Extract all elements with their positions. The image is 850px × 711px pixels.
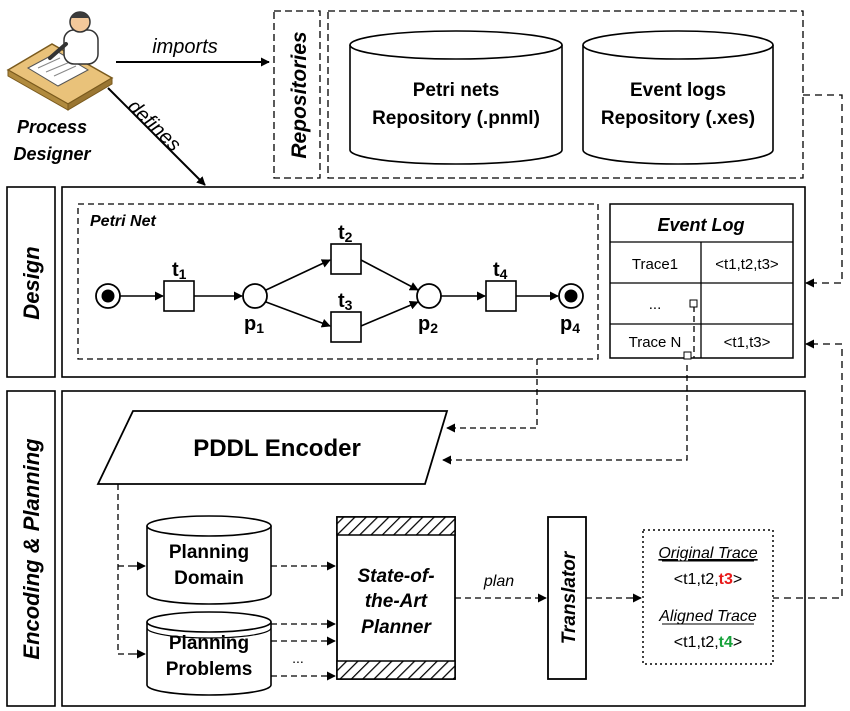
planner-line1: State-of-: [357, 566, 434, 587]
pddl-encoder-label: PDDL Encoder: [193, 435, 361, 462]
designer-icon: [6, 11, 114, 111]
planning-problems-line1: Planning: [169, 633, 249, 654]
design-section-title: Design: [19, 246, 44, 319]
petri-repo-line1: Petri nets: [413, 80, 500, 101]
event-log-events-3: <t1,t3>: [724, 334, 771, 351]
more-problems-ellipsis: ...: [292, 650, 304, 666]
planner-top-hatch: [336, 516, 456, 536]
place-p1: [242, 283, 268, 309]
event-repo-line1: Event logs: [630, 80, 726, 101]
event-log-trace-1: Trace1: [632, 256, 678, 273]
transition-t2: [330, 243, 362, 275]
traces-box: [642, 529, 774, 665]
connector-handle-2: [683, 351, 692, 360]
transition-t4: [485, 280, 517, 312]
original-trace-label: Original Trace: [658, 545, 757, 562]
added-event: t4: [719, 634, 733, 651]
petri-repo-line2: Repository (.pnml): [372, 108, 540, 129]
aligned-to-eventlog-connector: [772, 343, 843, 599]
translator-label: Translator: [559, 550, 580, 644]
pddl-encoder: [96, 410, 449, 485]
planner-line2: the-Art: [365, 591, 428, 612]
event-repo-line2: Repository (.xes): [601, 108, 755, 129]
planner-line3: Planner: [361, 617, 432, 638]
planning-domain: [146, 515, 272, 605]
repositories-section-title: Repositories: [288, 31, 311, 158]
petri-net-title: Petri Net: [90, 213, 156, 230]
encoding-box: [61, 390, 806, 707]
defines-arrow: [107, 87, 206, 186]
repo-to-eventlog-connector: [803, 94, 843, 284]
label-p2: p2: [418, 313, 438, 336]
aligned-trace: <t1,t2,t4>: [674, 634, 743, 651]
planner-bottom-hatch: [336, 660, 456, 680]
trace-connectors: [445, 306, 695, 461]
imports-label: imports: [152, 36, 218, 58]
encoder-to-planning-connector: [117, 484, 128, 655]
event-log-trace-2: ...: [649, 296, 662, 313]
label-t1: t1: [172, 259, 187, 282]
encoding-section-title: Encoding & Planning: [19, 438, 44, 660]
planning-problems: [146, 611, 272, 696]
designer-label-line2: Designer: [13, 144, 91, 164]
repositories-label-box: [273, 10, 321, 179]
place-p2: [416, 283, 442, 309]
event-log-title: Event Log: [657, 215, 744, 235]
event-log-table: [609, 203, 794, 359]
encoding-label-box: [6, 390, 56, 707]
end-token: [564, 289, 578, 303]
transition-t1: [163, 280, 195, 312]
label-p1: p1: [244, 313, 264, 336]
planner: [336, 516, 456, 680]
connector-handle-1: [689, 299, 698, 308]
petri-net-box: [77, 203, 599, 360]
event-logs-repository: [582, 30, 774, 165]
label-t2: t2: [338, 222, 353, 245]
inputs-to-planner-connectors: [271, 565, 324, 677]
planning-domain-line2: Domain: [174, 568, 244, 589]
petri-nets-repository: [349, 30, 563, 165]
label-t4: t4: [493, 259, 508, 282]
label-p4: p4: [560, 313, 580, 336]
event-log-events-1: <t1,t2,t3>: [715, 256, 779, 273]
plan-label: plan: [483, 573, 514, 590]
repositories-box: [327, 10, 804, 179]
planning-domain-line1: Planning: [169, 542, 249, 563]
removed-event: t3: [719, 571, 733, 588]
petri-to-encoder-connector: [455, 359, 538, 429]
defines-label: defines: [123, 95, 185, 156]
aligned-trace-label: Aligned Trace: [658, 608, 757, 625]
original-trace: <t1,t2,t3>: [674, 571, 743, 588]
planning-problems-line2: Problems: [166, 659, 253, 680]
label-t3: t3: [338, 290, 353, 313]
petri-net-arcs: [120, 259, 559, 328]
start-token: [101, 289, 115, 303]
design-label-box: [6, 186, 56, 378]
transition-t3: [330, 311, 362, 343]
design-box: [61, 186, 806, 378]
inputs-to-planner-arrowheads: [324, 561, 336, 681]
event-log-trace-3: Trace N: [629, 334, 682, 351]
designer-label-line1: Process: [17, 117, 87, 137]
